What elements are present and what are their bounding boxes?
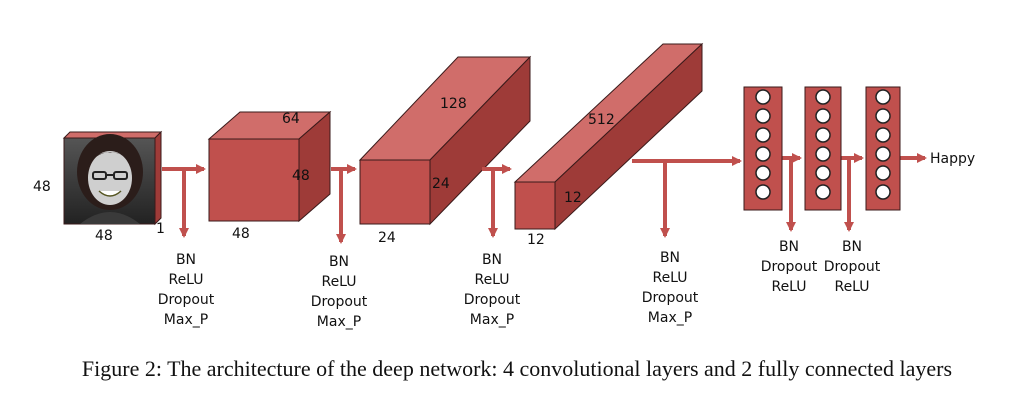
- input-height-label: 48: [33, 179, 51, 195]
- conv-block-2: [358, 55, 532, 226]
- input-channels-label: 1: [156, 221, 165, 237]
- op-arrows: [179, 160, 854, 244]
- conv2-height-label: 24: [432, 176, 450, 192]
- conv1-width-label: 48: [232, 226, 250, 242]
- fc-ops-2: BN Dropout ReLU: [824, 239, 881, 295]
- conv2-width-label: 24: [378, 230, 396, 246]
- op-text: ReLU: [168, 272, 203, 288]
- op-text: ReLU: [321, 274, 356, 290]
- op-text: Dropout: [464, 292, 521, 308]
- conv-ops-1: BN ReLU Dropout Max_P: [158, 252, 215, 328]
- conv-ops-3: BN ReLU Dropout Max_P: [464, 252, 521, 328]
- op-text: Dropout: [158, 292, 215, 308]
- flow-arrows: [162, 153, 927, 174]
- op-text: Dropout: [642, 290, 699, 306]
- conv3-height-label: 12: [564, 190, 582, 206]
- network-diagram: 48 48 1 64 48 48 128 24 24 512 12 12: [33, 42, 975, 330]
- fc-ops-1: BN Dropout ReLU: [761, 239, 818, 295]
- op-text: BN: [779, 239, 799, 255]
- conv1-height-label: 48: [292, 168, 310, 184]
- op-text: BN: [842, 239, 862, 255]
- conv2-depth-label: 128: [440, 96, 467, 112]
- op-text: BN: [482, 252, 502, 268]
- op-text: Max_P: [648, 310, 692, 326]
- conv3-depth-label: 512: [588, 112, 615, 128]
- face-image: [77, 134, 143, 224]
- conv1-depth-label: 64: [282, 111, 300, 127]
- op-text: Dropout: [311, 294, 368, 310]
- conv-ops-4: BN ReLU Dropout Max_P: [642, 250, 699, 326]
- figure-caption: Figure 2: The architecture of the deep n…: [81, 356, 953, 381]
- op-text: BN: [176, 252, 196, 268]
- fc-layer-1: [743, 86, 783, 211]
- input-image: [62, 130, 163, 226]
- fc-layer-3: [865, 86, 901, 211]
- input-width-label: 48: [95, 228, 113, 244]
- op-text: Max_P: [164, 312, 208, 328]
- op-text: BN: [660, 250, 680, 266]
- fc-layer-2: [804, 86, 842, 211]
- op-text: ReLU: [771, 279, 806, 295]
- op-text: ReLU: [474, 272, 509, 288]
- op-text: Dropout: [761, 259, 818, 275]
- op-text: Dropout: [824, 259, 881, 275]
- conv-block-1: [207, 110, 332, 223]
- conv-ops-2: BN ReLU Dropout Max_P: [311, 254, 368, 330]
- conv-block-3: [513, 42, 704, 231]
- op-text: Max_P: [317, 314, 361, 330]
- op-text: BN: [329, 254, 349, 270]
- op-text: Max_P: [470, 312, 514, 328]
- output-label: Happy: [930, 151, 975, 167]
- conv3-width-label: 12: [527, 232, 545, 248]
- op-text: ReLU: [652, 270, 687, 286]
- op-text: ReLU: [834, 279, 869, 295]
